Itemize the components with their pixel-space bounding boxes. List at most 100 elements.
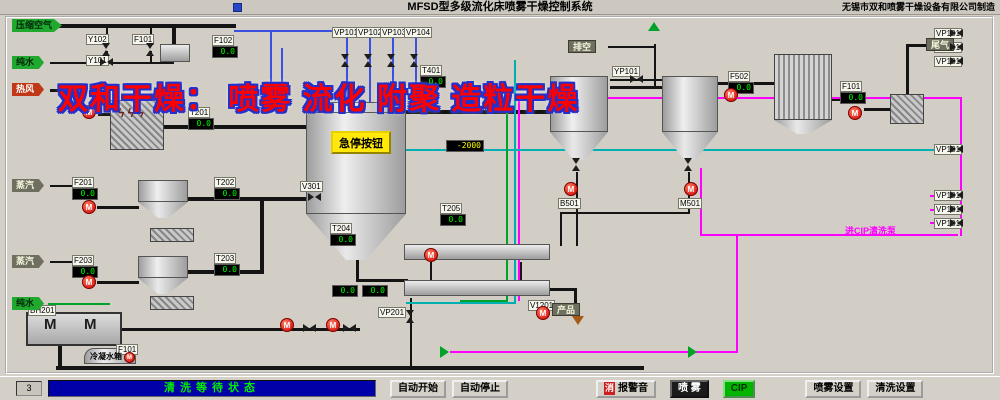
valve-icon[interactable] <box>950 205 963 213</box>
valve-icon[interactable] <box>684 158 692 171</box>
valve-icon[interactable] <box>410 54 418 67</box>
exhaust-filter <box>890 94 924 124</box>
valve-icon[interactable] <box>146 43 154 56</box>
value-display: 0.0 <box>214 188 240 200</box>
cyclone2-cone <box>138 202 188 218</box>
value-display: 0.0 <box>188 118 214 130</box>
pump-motor-icon[interactable]: M <box>848 106 862 120</box>
valve-icon[interactable] <box>341 54 349 67</box>
pipe-segment <box>270 30 272 112</box>
valve-icon[interactable] <box>950 43 963 51</box>
pump-motor-icon[interactable]: M <box>326 318 340 332</box>
pipe-segment <box>610 86 666 89</box>
pump-motor-icon[interactable]: M <box>724 88 738 102</box>
agitator-icon: M <box>44 316 57 333</box>
pipe-segment <box>356 279 408 282</box>
title-bar: MFSD型多级流化床喷雾干燥控制系统 无锡市双和喷雾干燥设备有限公司制造 <box>0 0 1000 15</box>
value-display: 0.0 <box>420 76 446 88</box>
stream-tag: 排空 <box>568 40 597 53</box>
valve-icon[interactable] <box>950 29 963 37</box>
pipe-segment <box>56 24 236 28</box>
device-label: VP201 <box>378 307 407 318</box>
valve-icon[interactable] <box>950 57 963 65</box>
pump-motor-icon[interactable]: M <box>82 105 96 119</box>
stream-tag: 产品 <box>552 303 581 316</box>
spray-settings-button[interactable]: 喷雾设置 <box>805 379 862 398</box>
pump-motor-icon[interactable]: M <box>424 248 438 262</box>
auto-stop-label: 自动停止 <box>460 383 500 394</box>
stream-tag: 压缩空气 <box>12 19 63 32</box>
pump-motor-icon[interactable]: M <box>82 200 96 214</box>
pipe-segment <box>97 206 139 209</box>
value-display: 0.0 <box>332 285 358 297</box>
pipe-segment <box>608 46 654 48</box>
display-label: T205 <box>440 203 463 214</box>
spray-button[interactable]: 喷 雾 <box>670 379 709 398</box>
watermark-text: 双和干燥： 喷雾 流化 附聚 造粒干燥 <box>58 83 580 116</box>
fluid-bed-1 <box>404 244 550 260</box>
heat-exchanger <box>774 54 832 120</box>
valve-icon[interactable] <box>308 193 321 201</box>
valve-icon[interactable] <box>950 191 963 199</box>
hopper1-body <box>550 76 608 132</box>
pipe-segment <box>75 89 78 111</box>
display-label: T201 <box>188 107 211 118</box>
valve-icon[interactable] <box>343 324 356 332</box>
cip-button[interactable]: CIP <box>722 379 756 398</box>
display-label: T203 <box>214 253 237 264</box>
clean-settings-button[interactable]: 清洗设置 <box>867 379 924 398</box>
inlet-air-vessel <box>160 44 190 62</box>
dryer-tower-cone <box>306 214 406 260</box>
valve-icon[interactable] <box>100 58 113 66</box>
valve-icon[interactable] <box>102 43 110 56</box>
emergency-stop-button[interactable]: 急停按钮 <box>331 131 391 154</box>
spray-settings-label: 喷雾设置 <box>813 383 854 394</box>
valve-icon[interactable] <box>303 324 316 332</box>
valve-icon[interactable] <box>630 75 643 83</box>
valve-icon[interactable] <box>364 54 372 67</box>
display-label: F201 <box>72 177 95 188</box>
stream-tag: 纯水 <box>12 56 45 69</box>
pipe-segment <box>150 51 152 63</box>
flow-arrow <box>440 346 449 358</box>
valve-icon[interactable] <box>950 219 963 227</box>
display-label: T202 <box>214 177 237 188</box>
pump-motor-icon[interactable]: M <box>82 275 96 289</box>
pipe-segment <box>548 288 576 291</box>
pipe-segment <box>58 346 62 368</box>
pump-motor-icon[interactable]: M <box>280 318 294 332</box>
valve-icon[interactable] <box>406 310 414 323</box>
flow-arrow <box>688 346 697 358</box>
pipe-segment <box>369 38 371 108</box>
value-display: 0.0 <box>440 214 466 226</box>
pipe-segment <box>430 262 432 282</box>
auto-start-button[interactable]: 自动开始 <box>390 379 446 398</box>
manufacturer-text: 无锡市双和喷雾干燥设备有限公司制造 <box>841 2 995 12</box>
display-label: F203 <box>72 255 95 266</box>
hopper1-cone <box>550 132 608 160</box>
valve-icon[interactable] <box>572 158 580 171</box>
heater3 <box>150 296 194 310</box>
diagram-text: 进CIP清洗泵 <box>845 226 897 236</box>
valve-icon[interactable] <box>387 54 395 67</box>
stream-tag: 纯水 <box>12 297 45 310</box>
pipe-segment <box>450 351 738 353</box>
fluid-bed-2 <box>404 280 550 296</box>
pump-motor-icon[interactable]: M <box>536 306 550 320</box>
display-label: F502 <box>728 71 751 82</box>
auto-stop-button[interactable]: 自动停止 <box>452 379 508 398</box>
pipe-segment <box>56 366 644 370</box>
pump-motor-icon[interactable]: M <box>684 182 698 196</box>
pipe-segment <box>560 212 562 246</box>
stream-tag: 尾气 <box>926 38 955 51</box>
window-icon <box>233 3 242 12</box>
heater2 <box>150 228 194 242</box>
mute-alarm-button[interactable]: 消报警音 <box>596 379 657 398</box>
pump-motor-icon[interactable]: M <box>124 352 135 363</box>
valve-icon[interactable] <box>950 145 963 153</box>
diagram-text: ϟ ϟ ϟ <box>118 106 144 120</box>
pump-motor-icon[interactable]: M <box>564 182 578 196</box>
pipe-segment <box>406 302 516 304</box>
window-title: MFSD型多级流化床喷雾干燥控制系统 <box>407 1 593 13</box>
